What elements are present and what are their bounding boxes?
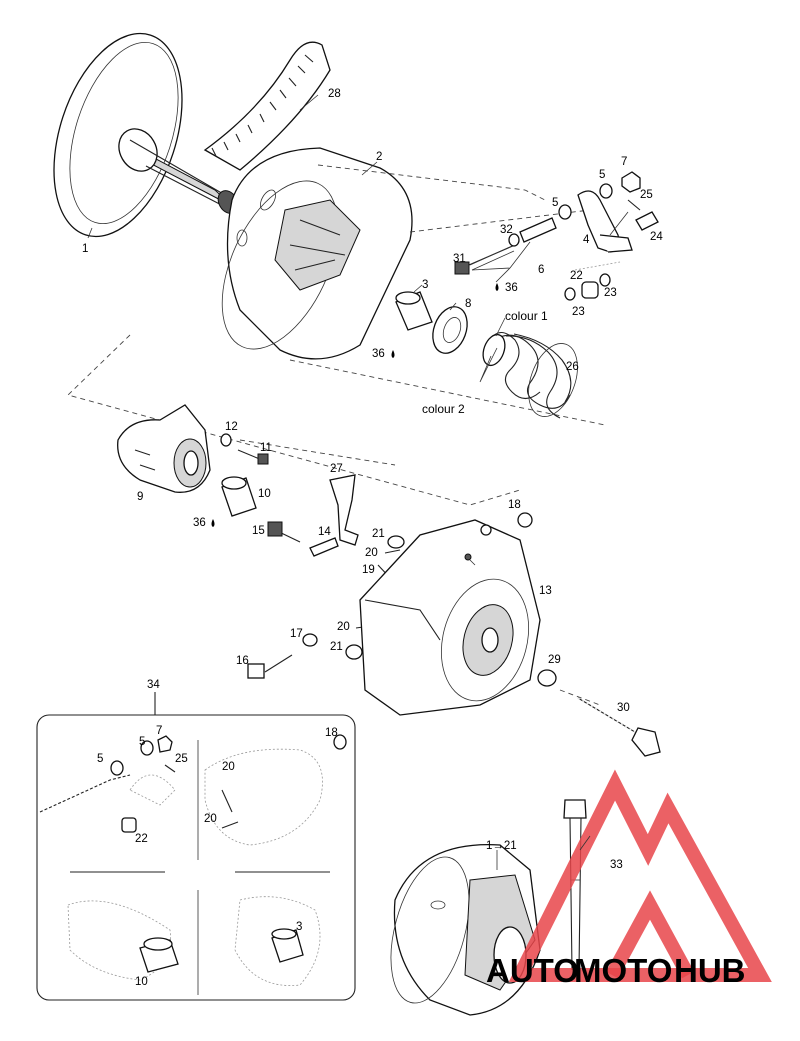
- kit-callout-22: 22: [135, 833, 148, 845]
- callout-23a: 23: [604, 287, 617, 299]
- callout-21a: 21: [372, 528, 385, 540]
- movable-sheave-part-2: [221, 147, 413, 360]
- kit-callout-25: 25: [175, 753, 188, 765]
- callout-3: 3: [422, 279, 428, 291]
- cam-slider-part-27: [329, 474, 359, 546]
- callout-16: 16: [236, 655, 249, 667]
- callout-12: 12: [225, 421, 238, 433]
- governor-cup-part-13: [359, 519, 541, 716]
- kit-callout-18: 18: [325, 727, 338, 739]
- callout-7: 7: [621, 156, 627, 168]
- kit-callout-labels: 5 5 7 25 22 18 20 20 10 3: [97, 725, 338, 988]
- kit-callout-20b: 20: [204, 813, 217, 825]
- callout-32: 32: [500, 224, 513, 236]
- fixed-sheave-part-1: [53, 32, 239, 238]
- callout-23b: 23: [572, 306, 585, 318]
- callout-20b: 20: [337, 621, 350, 633]
- callout-9: 9: [137, 491, 143, 503]
- kit-box-part-34: [36, 692, 356, 1001]
- callout-36a: 36: [505, 282, 518, 294]
- watermark-logo: AUTO MOTO HUB: [486, 769, 772, 989]
- kit-callout-20a: 20: [222, 761, 235, 773]
- watermark-text-moto: MOTO: [574, 952, 672, 989]
- callout-colour-1: colour 1: [505, 309, 548, 323]
- callout-8: 8: [465, 298, 471, 310]
- grease-drop-icon: [391, 350, 395, 358]
- callout-36c: 36: [193, 517, 206, 529]
- callout-4: 4: [583, 234, 590, 246]
- callout-36b: 36: [372, 348, 385, 360]
- callout-2: 2: [376, 151, 382, 163]
- callout-14: 14: [318, 526, 331, 538]
- callout-15: 15: [252, 525, 265, 537]
- callout-33: 33: [610, 859, 623, 871]
- kit-callout-5b: 5: [139, 736, 145, 748]
- callout-5a: 5: [552, 197, 558, 209]
- bolt-part-30: [577, 697, 661, 757]
- callout-5b: 5: [599, 169, 605, 181]
- watermark-text-hub: HUB: [674, 952, 746, 989]
- callout-6: 6: [538, 264, 544, 276]
- bushing-part-10: [221, 476, 257, 517]
- leader-lines: [87, 94, 591, 870]
- callout-27: 27: [330, 463, 343, 475]
- callout-colour-2: colour 2: [422, 402, 465, 416]
- callout-1: 1: [82, 243, 88, 255]
- callout-range-1-21: 1→21: [486, 840, 517, 852]
- complete-clutch-assembly: [390, 843, 541, 1016]
- seal-part-8: [432, 306, 468, 354]
- kit-callout-10: 10: [135, 976, 148, 988]
- spider-part-9: [117, 404, 211, 493]
- callout-20a: 20: [365, 547, 378, 559]
- callout-19: 19: [362, 564, 375, 576]
- callout-30: 30: [617, 702, 630, 714]
- callout-34: 34: [147, 679, 160, 691]
- grease-drop-icon: [211, 519, 215, 527]
- callout-11: 11: [260, 442, 272, 454]
- grease-drop-icon: [495, 283, 499, 291]
- callout-labels: 1 2 3 4 5 5 6 7 8 9 10 11 12 13 14 15 16…: [82, 88, 663, 871]
- bushing-part-3: [395, 291, 433, 331]
- callout-18: 18: [508, 499, 521, 511]
- callout-22: 22: [570, 270, 583, 282]
- callout-28: 28: [328, 88, 341, 100]
- callout-17: 17: [290, 628, 303, 640]
- watermark-text-auto: AUTO: [486, 952, 579, 989]
- callout-26: 26: [566, 361, 579, 373]
- callout-25: 25: [640, 189, 653, 201]
- kit-callout-5a: 5: [97, 753, 103, 765]
- cam-arm-assembly: [454, 171, 659, 301]
- kit-callout-3: 3: [296, 921, 302, 933]
- callout-31: 31: [453, 253, 466, 265]
- drive-belt-part-28: [203, 41, 331, 171]
- callout-10: 10: [258, 488, 271, 500]
- callout-21b: 21: [330, 641, 343, 653]
- spring-part-26: [482, 331, 578, 419]
- callout-24: 24: [650, 231, 663, 243]
- kit-callout-7: 7: [156, 725, 162, 737]
- callout-29: 29: [548, 654, 561, 666]
- callout-13: 13: [539, 585, 552, 597]
